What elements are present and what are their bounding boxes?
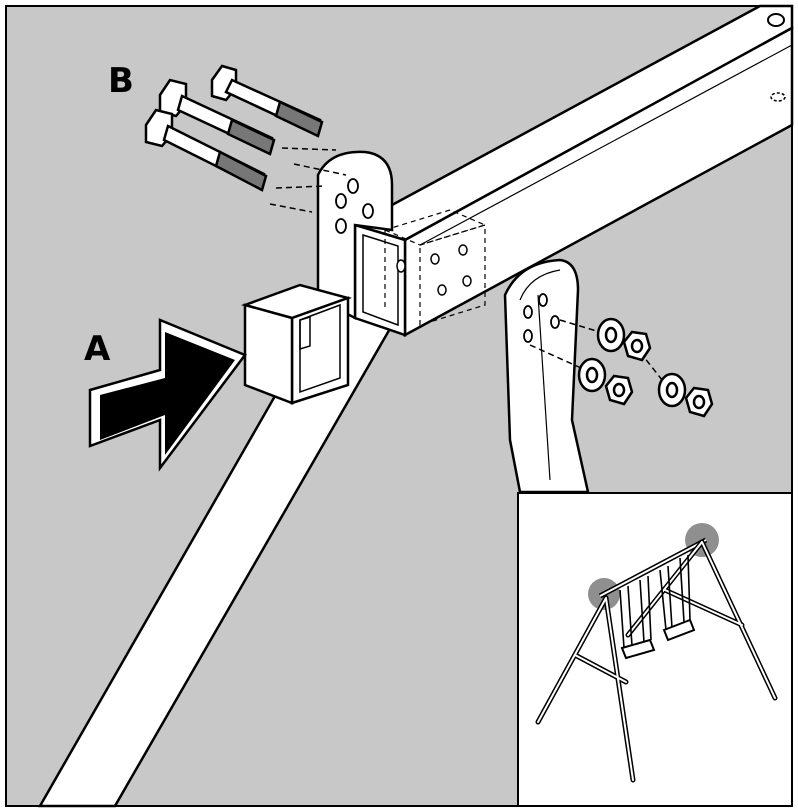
arrow-right-icon [88,318,247,472]
alignment-lines-bolts [269,147,347,213]
top-beam [351,4,794,338]
insert-cube [240,283,353,405]
bolt-icon [144,64,324,192]
hex-nut-icon [604,330,714,418]
bracket-plate-right [503,258,590,494]
bracket-plate-left [316,150,394,321]
label-a: A [84,329,111,369]
label-b: B [108,61,134,101]
overview-inset [517,492,793,807]
washer-icon [577,317,687,408]
